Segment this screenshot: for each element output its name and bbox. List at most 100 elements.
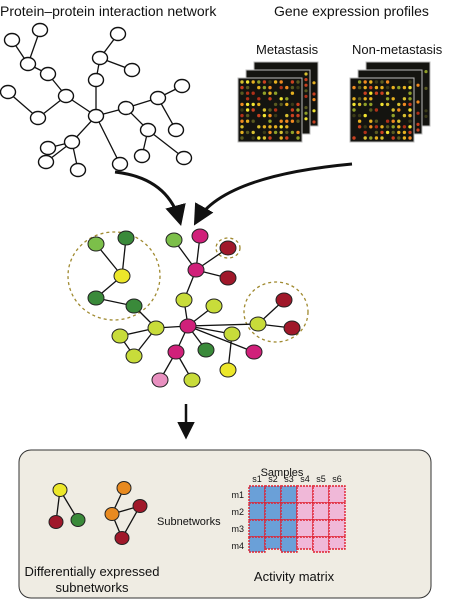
- ppi-network-title: Protein–protein interaction network: [0, 3, 217, 19]
- microarray-spot: [240, 130, 244, 135]
- microarray-spot: [304, 117, 308, 121]
- microarray-spot: [251, 102, 255, 107]
- network-node: [245, 344, 263, 360]
- microarray-spot: [285, 125, 289, 129]
- subnetwork-node: [70, 513, 86, 527]
- microarray-spot: [262, 91, 267, 95]
- microarray-spot: [363, 85, 367, 90]
- microarray-spot: [391, 119, 395, 123]
- non-metastasis-label: Non-metastasis: [352, 42, 443, 57]
- metastasis-microarray-stack: [237, 61, 319, 143]
- microarray-spot: [285, 85, 289, 90]
- microarray-spot: [273, 130, 278, 135]
- microarray-spot: [408, 125, 412, 129]
- subnetwork-highlight: [243, 281, 309, 343]
- microarray-spot: [363, 102, 367, 107]
- microarray-spot: [380, 130, 384, 135]
- network-node: [183, 372, 201, 388]
- microarray-spot: [240, 119, 244, 123]
- ppi-network: [0, 22, 193, 178]
- matrix-cell: [248, 502, 266, 521]
- sample-label: s2: [268, 474, 278, 484]
- network-node: [187, 262, 205, 278]
- microarray-spot: [369, 102, 373, 107]
- ppi-node: [39, 66, 57, 82]
- module-label: m1: [231, 490, 244, 500]
- microarray-spot: [363, 80, 367, 84]
- microarray-spot: [385, 97, 390, 101]
- microarray-spot: [380, 91, 384, 95]
- microarray-spot: [374, 80, 379, 84]
- subnetwork-node: [48, 515, 64, 529]
- microarray-spot: [369, 136, 373, 140]
- microarray-spot: [268, 125, 272, 129]
- microarray-spot: [374, 91, 379, 95]
- microarray-spot: [245, 119, 250, 123]
- subnetworks-label: Subnetworks: [157, 516, 221, 528]
- microarray-spot: [304, 78, 308, 82]
- microarray-spot: [402, 125, 407, 129]
- ppi-node: [69, 162, 87, 178]
- microarray-spot: [257, 80, 261, 84]
- diff-subnetworks-caption-line2: subnetworks: [56, 580, 129, 595]
- network-node: [283, 320, 301, 336]
- microarray-spot: [363, 97, 367, 101]
- microarray-spot: [391, 85, 395, 90]
- network-node: [113, 268, 131, 284]
- microarray-spot: [391, 113, 395, 118]
- microarray-spot: [245, 80, 250, 84]
- matrix-cell: [280, 485, 298, 504]
- microarray-spot: [262, 136, 267, 140]
- ppi-node: [3, 32, 21, 48]
- arrow-ppi-to-integrated: [114, 170, 186, 227]
- module-label: m3: [231, 524, 244, 534]
- differential-subnetworks: [48, 481, 148, 545]
- microarray-spot: [380, 136, 384, 140]
- microarray-spot: [251, 80, 255, 84]
- matrix-cell: [264, 536, 282, 550]
- microarray-spot: [262, 108, 267, 112]
- microarray-spot: [374, 119, 379, 123]
- microarray-spot: [391, 108, 395, 112]
- microarray-spot: [402, 102, 407, 107]
- microarray-spot: [296, 130, 300, 135]
- microarray-spot: [304, 111, 308, 115]
- microarray-spot: [285, 113, 289, 118]
- microarray-spot: [296, 119, 300, 123]
- matrix-cell: [264, 485, 282, 504]
- matrix-cell: [264, 502, 282, 521]
- network-node: [223, 326, 241, 342]
- network-node: [179, 318, 197, 334]
- network-node: [87, 236, 105, 252]
- microarray-spot: [380, 102, 384, 107]
- microarray-spot: [363, 113, 367, 118]
- matrix-cell: [296, 519, 314, 538]
- microarray-spot: [357, 97, 362, 101]
- microarray-spot: [402, 97, 407, 101]
- ppi-node: [39, 140, 57, 156]
- microarray-spot: [296, 108, 300, 112]
- microarray-spot: [369, 85, 373, 90]
- sample-label: s6: [332, 474, 342, 484]
- subnetwork-node: [104, 507, 120, 521]
- microarray-spot: [312, 81, 316, 85]
- diff-subnetworks-caption-line1: Differentially expressed: [25, 564, 160, 579]
- microarray-spot: [285, 130, 289, 135]
- subnetwork-node: [52, 483, 68, 497]
- microarray-spot: [408, 113, 412, 118]
- microarray-spot: [245, 113, 250, 118]
- microarray-spot: [391, 130, 395, 135]
- microarray-spot: [268, 130, 272, 135]
- microarray-spot: [424, 109, 428, 113]
- ppi-node: [167, 122, 185, 138]
- microarray-spot: [290, 85, 295, 90]
- microarray-spot: [352, 97, 356, 101]
- microarray-spot: [273, 113, 278, 118]
- microarray-spot: [424, 114, 428, 118]
- microarray-spot: [245, 130, 250, 135]
- ppi-node: [133, 148, 151, 164]
- microarray-spot: [416, 100, 420, 104]
- microarray-spot: [304, 72, 308, 76]
- ppi-node: [87, 108, 105, 124]
- sample-label: s5: [316, 474, 326, 484]
